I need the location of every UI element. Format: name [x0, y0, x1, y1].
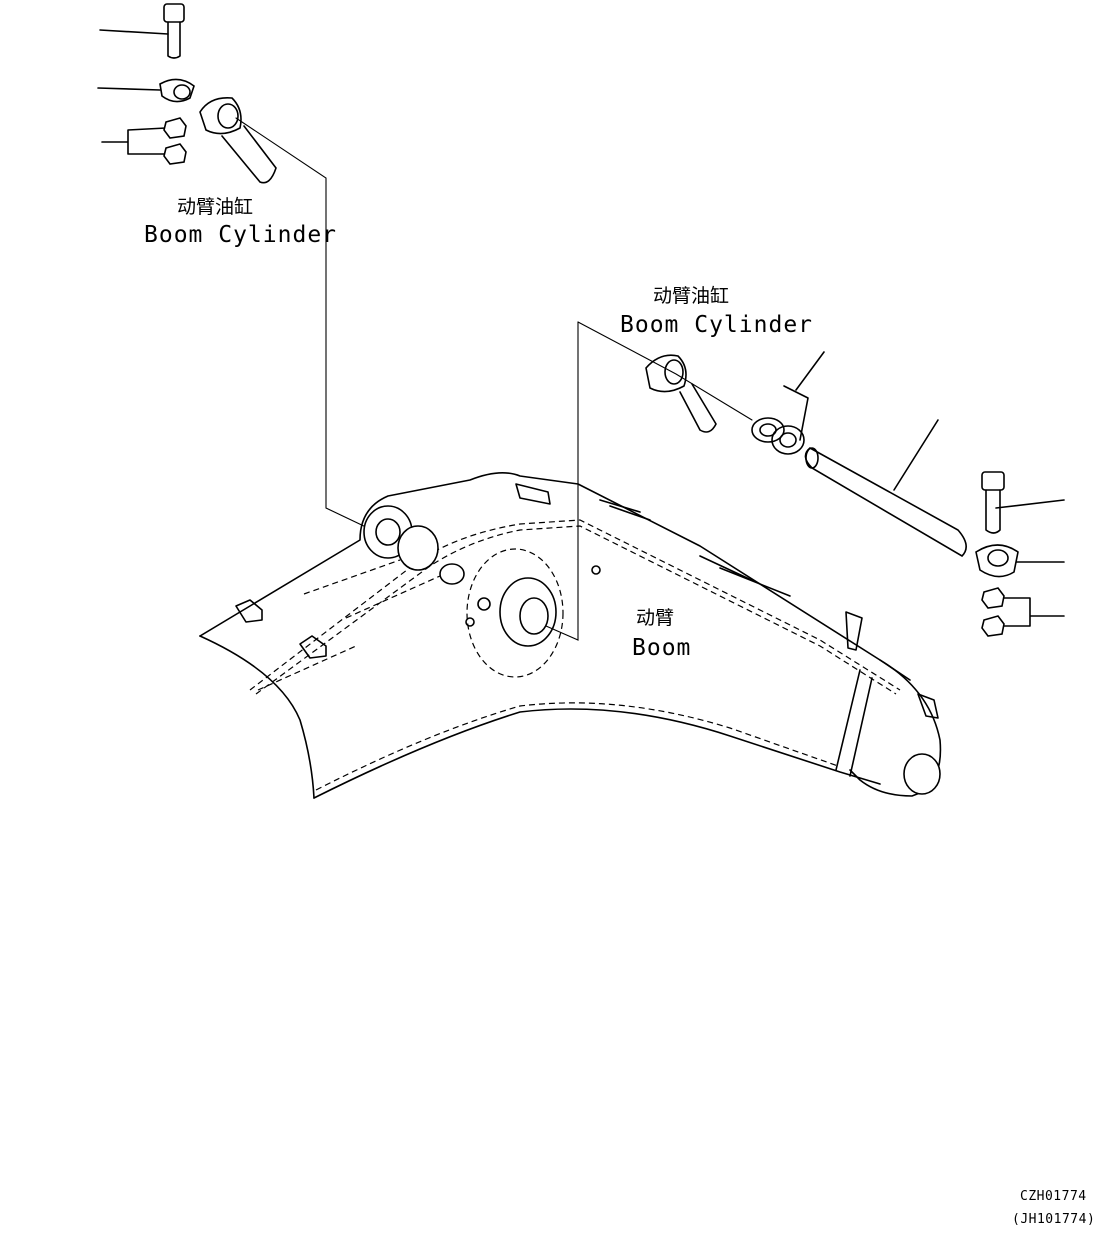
boom-en-label: Boom: [632, 635, 692, 661]
drawing-code: CZH01774: [1020, 1189, 1087, 1204]
boom-pin: [804, 419, 967, 558]
left-bolt: [99, 3, 185, 59]
right-cylinder-leader: [577, 321, 753, 421]
cylinder-left-en-label: Boom Cylinder: [144, 222, 338, 248]
right-bolt: [981, 471, 1065, 534]
cylinder-right-en-label: Boom Cylinder: [620, 312, 814, 338]
left-nuts: [101, 117, 187, 165]
cylinder-left-cn-label: 动臂油缸: [177, 196, 254, 218]
right-leader-line: [545, 321, 579, 641]
right-collar: [975, 544, 1065, 578]
cylinder-right-cn-label: 动臂油缸: [653, 285, 730, 307]
spacer-pair: [751, 351, 825, 455]
boom-body: [199, 472, 942, 799]
drawing-code-secondary: (JH101774): [1012, 1212, 1096, 1227]
boom-cn-label: 动臂: [636, 607, 675, 629]
right-cylinder-end: [645, 354, 717, 433]
left-collar: [97, 78, 195, 103]
left-leader-line: [235, 117, 369, 529]
right-nuts: [981, 587, 1065, 637]
left-cylinder-end: [199, 96, 277, 184]
